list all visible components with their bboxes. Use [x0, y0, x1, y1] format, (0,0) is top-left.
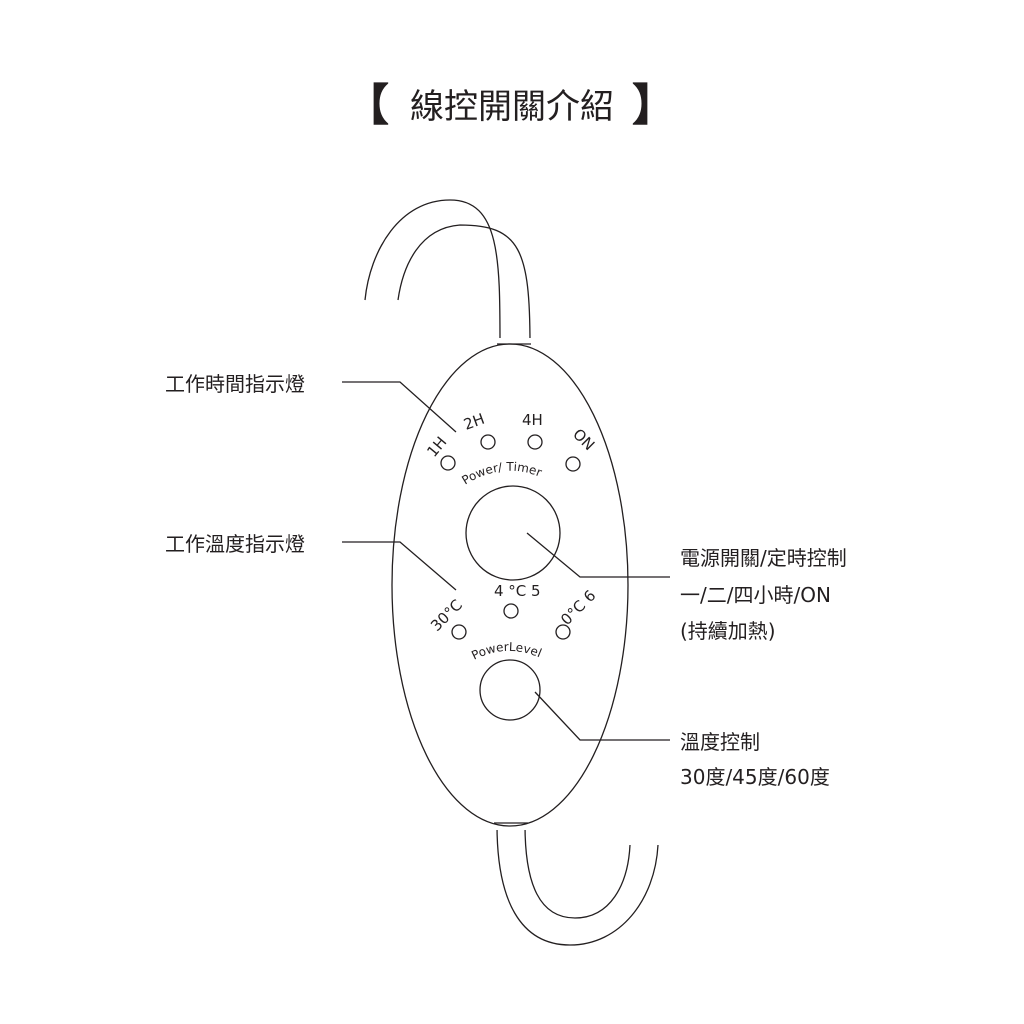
led-4h	[527, 434, 543, 450]
page-title: 線控開關介紹	[410, 87, 614, 127]
callout-timer-indicator: 工作時間指示燈	[165, 372, 305, 396]
callout-power-line1: 電源開關/定時控制	[680, 546, 847, 570]
label-45c: 4 °C 5	[494, 582, 541, 600]
led-1h	[440, 455, 456, 471]
label-4h: 4H	[522, 411, 543, 429]
power-level-button[interactable]	[479, 659, 541, 721]
callout-temp-indicator: 工作溫度指示燈	[165, 532, 305, 556]
temp-button-label: PowerLevel	[469, 640, 543, 663]
led-45c	[503, 603, 519, 619]
top-cable-inner	[397, 224, 531, 346]
leader-timer-indicator	[342, 381, 457, 433]
bottom-cable-outer	[496, 824, 659, 946]
led-2h	[480, 434, 496, 450]
callout-temp-line2: 30度/45度/60度	[680, 765, 830, 789]
label-30c: 30°C	[427, 596, 466, 635]
bottom-cable-inner	[524, 824, 631, 919]
timer-button-label: Power/ Timer	[459, 460, 543, 488]
title-close-bracket: 】	[632, 80, 676, 131]
callout-temp-line1: 溫度控制	[680, 730, 760, 754]
top-cable-outer	[364, 199, 501, 346]
label-on: ON	[569, 425, 598, 454]
power-timer-button[interactable]	[465, 485, 561, 581]
label-2h: 2H	[461, 410, 487, 434]
led-60c	[555, 624, 571, 640]
leader-temp-control	[534, 691, 670, 741]
leader-power-control	[526, 532, 670, 578]
leader-temp-indicator	[342, 541, 457, 591]
controller-body	[391, 343, 629, 827]
led-on	[565, 456, 581, 472]
callout-power-line3: (持續加熱)	[680, 619, 776, 643]
title-open-bracket: 【	[345, 80, 389, 131]
label-60c: 0°C 6	[557, 587, 599, 629]
led-30c	[451, 624, 467, 640]
callout-power-line2: 一/二/四小時/ON	[680, 583, 831, 607]
